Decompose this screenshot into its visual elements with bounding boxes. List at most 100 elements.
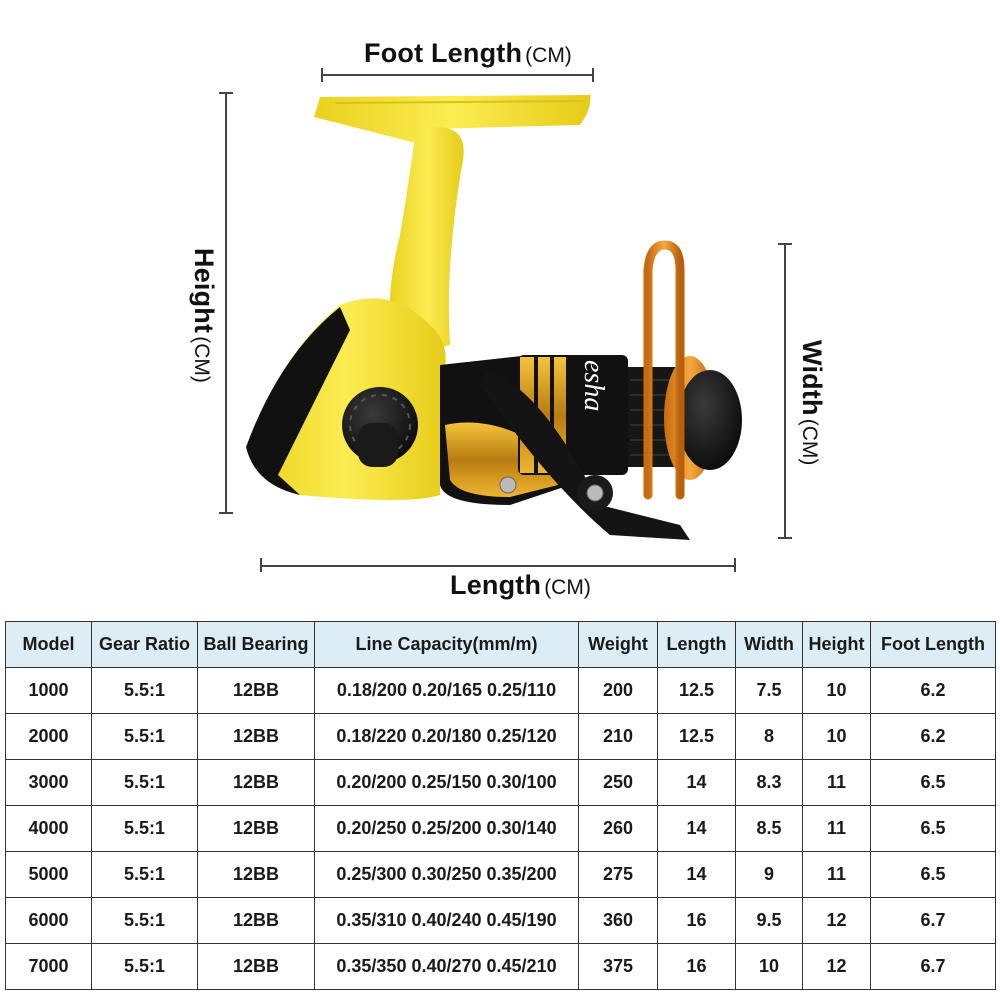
spec-table: Model Gear Ratio Ball Bearing Line Capac… <box>5 621 996 990</box>
cell-foot-length: 6.5 <box>870 759 996 806</box>
header-width: Width <box>735 621 803 668</box>
cell-foot-length: 6.7 <box>870 897 996 944</box>
cell-ball-bearing: 12BB <box>197 667 315 714</box>
length-line <box>261 565 736 567</box>
width-unit: (CM) <box>798 418 821 466</box>
cell-width: 10 <box>735 943 803 990</box>
table-row: 5000 5.5:1 12BB 0.25/300 0.30/250 0.35/2… <box>5 851 996 898</box>
foot-length-cap-left <box>321 68 323 82</box>
cell-model: 7000 <box>5 943 92 990</box>
handle-knob <box>342 387 418 467</box>
cell-gear-ratio: 5.5:1 <box>91 713 198 760</box>
cell-ball-bearing: 12BB <box>197 851 315 898</box>
cell-height: 10 <box>802 667 871 714</box>
cell-width: 9.5 <box>735 897 803 944</box>
cell-ball-bearing: 12BB <box>197 943 315 990</box>
width-text: Width <box>797 340 827 416</box>
cell-length: 14 <box>657 759 736 806</box>
length-label: Length(CM) <box>450 570 591 601</box>
cell-line-capacity: 0.20/250 0.25/200 0.30/140 <box>314 805 579 852</box>
length-text: Length <box>450 570 542 600</box>
cell-length: 14 <box>657 805 736 852</box>
cell-ball-bearing: 12BB <box>197 713 315 760</box>
cell-line-capacity: 0.18/220 0.20/180 0.25/120 <box>314 713 579 760</box>
foot-length-line <box>322 74 594 76</box>
cell-ball-bearing: 12BB <box>197 759 315 806</box>
cell-width: 7.5 <box>735 667 803 714</box>
cell-width: 8.3 <box>735 759 803 806</box>
cell-height: 11 <box>802 805 871 852</box>
cell-model: 3000 <box>5 759 92 806</box>
cell-ball-bearing: 12BB <box>197 805 315 852</box>
cell-foot-length: 6.5 <box>870 851 996 898</box>
reel-stem <box>390 126 464 355</box>
length-cap-right <box>734 558 736 572</box>
foot-length-text: Foot Length <box>364 38 523 68</box>
cell-model: 5000 <box>5 851 92 898</box>
width-cap-bottom <box>778 537 792 539</box>
spinning-reel-image: esha <box>246 95 742 540</box>
header-model: Model <box>5 621 92 668</box>
cell-line-capacity: 0.20/200 0.25/150 0.30/100 <box>314 759 579 806</box>
cell-gear-ratio: 5.5:1 <box>91 943 198 990</box>
width-cap-top <box>778 243 792 245</box>
foot-length-label: Foot Length(CM) <box>364 38 572 69</box>
header-foot-length: Foot Length <box>870 621 996 668</box>
cell-model: 1000 <box>5 667 92 714</box>
width-line <box>784 244 786 538</box>
table-row: 1000 5.5:1 12BB 0.18/200 0.20/165 0.25/1… <box>5 667 996 714</box>
cell-weight: 260 <box>578 805 658 852</box>
length-cap-left <box>260 558 262 572</box>
cell-line-capacity: 0.35/310 0.40/240 0.45/190 <box>314 897 579 944</box>
height-cap-top <box>219 92 233 94</box>
height-line <box>225 93 227 513</box>
cell-model: 2000 <box>5 713 92 760</box>
cell-weight: 375 <box>578 943 658 990</box>
cell-width: 8 <box>735 713 803 760</box>
bail-arm <box>480 240 690 540</box>
reel-side-stripe <box>246 307 350 495</box>
cell-model: 4000 <box>5 805 92 852</box>
cell-width: 9 <box>735 851 803 898</box>
height-cap-bottom <box>219 512 233 514</box>
header-line-capacity: Line Capacity(mm/m) <box>314 621 579 668</box>
header-length: Length <box>657 621 736 668</box>
cell-model: 6000 <box>5 897 92 944</box>
table-row: 4000 5.5:1 12BB 0.20/250 0.25/200 0.30/1… <box>5 805 996 852</box>
foot-length-unit: (CM) <box>525 44 572 67</box>
table-row: 3000 5.5:1 12BB 0.20/200 0.25/150 0.30/1… <box>5 759 996 806</box>
foot-length-cap-right <box>592 68 594 82</box>
cell-gear-ratio: 5.5:1 <box>91 897 198 944</box>
cell-foot-length: 6.2 <box>870 713 996 760</box>
length-unit: (CM) <box>544 576 591 599</box>
table-header-row: Model Gear Ratio Ball Bearing Line Capac… <box>5 621 996 668</box>
cell-height: 12 <box>802 897 871 944</box>
cell-length: 12.5 <box>657 667 736 714</box>
cell-gear-ratio: 5.5:1 <box>91 759 198 806</box>
height-unit: (CM) <box>190 336 213 383</box>
cell-gear-ratio: 5.5:1 <box>91 667 198 714</box>
cell-gear-ratio: 5.5:1 <box>91 805 198 852</box>
cell-length: 14 <box>657 851 736 898</box>
width-label: Width(CM) <box>796 340 827 465</box>
height-text: Height <box>189 248 219 334</box>
cell-width: 8.5 <box>735 805 803 852</box>
spool-logo: esha <box>578 360 609 411</box>
header-ball-bearing: Ball Bearing <box>197 621 315 668</box>
cell-weight: 360 <box>578 897 658 944</box>
cell-gear-ratio: 5.5:1 <box>91 851 198 898</box>
cell-height: 11 <box>802 759 871 806</box>
cell-foot-length: 6.5 <box>870 805 996 852</box>
table-row: 6000 5.5:1 12BB 0.35/310 0.40/240 0.45/1… <box>5 897 996 944</box>
header-weight: Weight <box>578 621 658 668</box>
cell-weight: 275 <box>578 851 658 898</box>
header-gear-ratio: Gear Ratio <box>91 621 198 668</box>
cell-length: 16 <box>657 943 736 990</box>
reel-foot <box>314 95 591 143</box>
cell-height: 11 <box>802 851 871 898</box>
height-label: Height(CM) <box>188 248 219 383</box>
spool: esha <box>518 355 742 480</box>
cell-weight: 200 <box>578 667 658 714</box>
cell-weight: 210 <box>578 713 658 760</box>
cell-length: 16 <box>657 897 736 944</box>
